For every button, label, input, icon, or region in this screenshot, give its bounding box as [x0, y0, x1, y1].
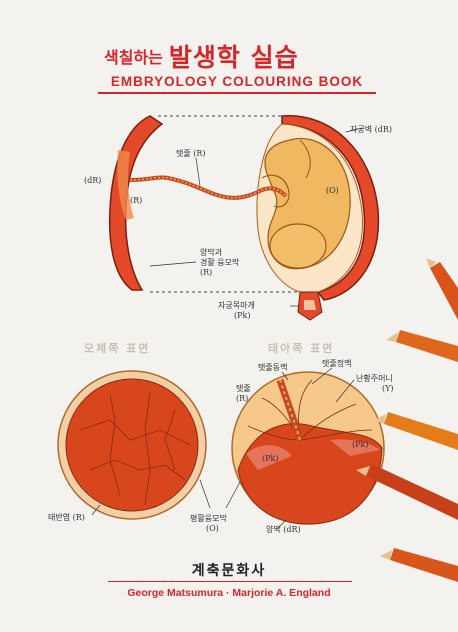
pencil-2-tip [386, 332, 398, 342]
placenta-fetal-membrane [246, 445, 292, 470]
leader-decidua [91, 504, 101, 516]
title-underline [98, 92, 376, 94]
label-pk-left: (Pk) [262, 454, 279, 463]
label-fetus-code: (O) [326, 186, 339, 195]
label-pk-right: (Pk) [352, 440, 369, 449]
pencil-4 [366, 464, 458, 520]
title-korean-small: 색칠하는 [104, 48, 163, 67]
title-korean: 색칠하는 발생학 실습 [104, 38, 299, 72]
fetus-arm [261, 174, 290, 208]
label-yolk-sac: 난황주머니 (Y) [356, 374, 394, 393]
label-cord: 탯줄 (R) [236, 384, 251, 403]
umbilical-cord-highlight [129, 176, 287, 199]
label-chorion: 평활융모막 (O) [190, 514, 227, 533]
pencil-5 [390, 548, 458, 582]
leader-amnion [149, 261, 197, 267]
label-uterine-wall: 자궁벽 (dR) [350, 125, 393, 134]
cervical-plug [304, 300, 316, 310]
label-umbilical-cord: 탯줄 (R) [176, 149, 206, 158]
leader-chorion-left [199, 479, 211, 509]
label-left-code-1: (dR) [84, 176, 102, 185]
title-korean-large: 발생학 실습 [168, 43, 299, 72]
authors: George Matsumura · Marjorie A. England [127, 587, 331, 599]
cotyledon-grooves [79, 391, 191, 506]
leader-uterine-wall [345, 127, 363, 133]
placenta-fetal-membrane-right [330, 439, 380, 456]
right-uterine-wall [281, 115, 380, 301]
colored-pencils [356, 258, 458, 582]
author-rule [108, 581, 352, 582]
pencil-2 [396, 330, 458, 362]
pencil-1-tip [426, 258, 436, 268]
section-fetal-side: 태아쪽 표면 [268, 342, 335, 355]
label-amnion: 양막과 경활 융모막 (R) [200, 248, 240, 277]
fetus-leg [299, 139, 311, 179]
leader-amnion-bottom [275, 519, 287, 531]
label-umbilical-artery: 탯줄동맥 [258, 363, 288, 372]
pencil-1 [430, 262, 458, 320]
placenta-maternal-surface [65, 378, 199, 512]
leader-cord [195, 157, 201, 187]
label-cervix-code: (Pk) [234, 311, 251, 320]
label-decidua: 태반엽 (R) [48, 513, 85, 522]
leader-cord-vein [311, 367, 333, 385]
title-english: EMBRYOLOGY COLOURING BOOK [110, 74, 364, 89]
left-placenta-patch [117, 150, 134, 220]
section-maternal-side: 모체쪽 표면 [84, 342, 151, 355]
leader-yolk-sac [335, 379, 355, 403]
leader-chorion-bottom [225, 481, 241, 509]
label-left-code-2: (R) [130, 196, 143, 205]
label-cervix-plug: 자궁목마개 [218, 301, 255, 310]
pencil-3 [384, 412, 458, 450]
leader-cord-artery [281, 371, 289, 381]
label-umbilical-vein: 탯줄정맥 [322, 359, 352, 368]
fetus-head [269, 223, 327, 269]
publisher-name: 계축문화사 [191, 563, 267, 579]
pencil-4-tip [356, 466, 370, 476]
pencil-5-tip [380, 550, 392, 560]
pencil-3-tip [374, 414, 386, 424]
placenta-cord-twist [279, 379, 301, 441]
label-amnion-bottom: 양막 (dR) [266, 525, 301, 534]
